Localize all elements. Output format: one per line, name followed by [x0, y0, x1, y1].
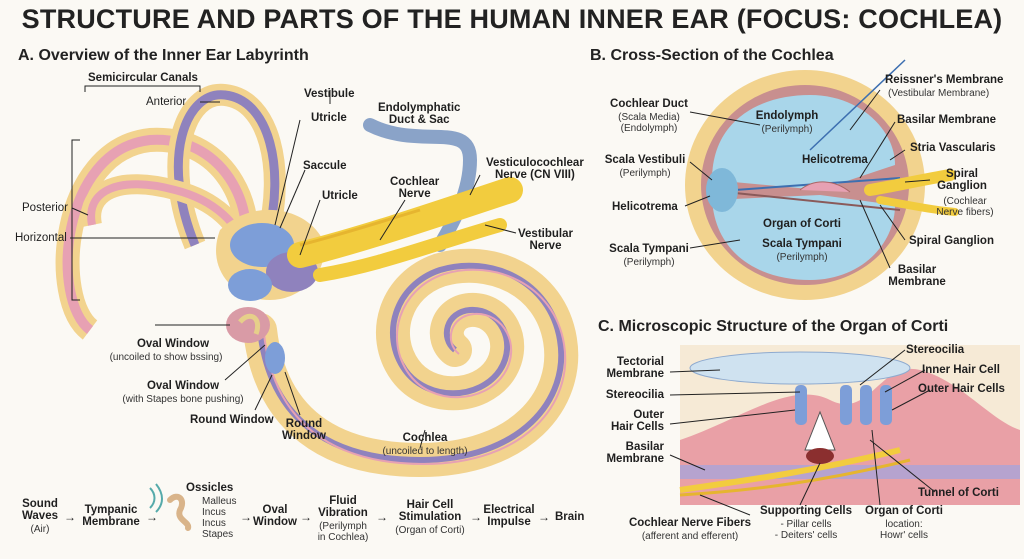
section-b-title: B. Cross-Section of the Cochlea	[590, 47, 834, 64]
flow-arrow-5: →	[376, 510, 388, 524]
section-c-title: C. Microscopic Structure of the Organ of…	[598, 318, 949, 335]
label-stereocilia-left: Stereocilia	[605, 389, 664, 401]
vestibulocochlear-nerve	[287, 177, 523, 282]
flow-arrow-1: →	[64, 510, 76, 524]
label-reissner: Reissner's Membrane	[885, 74, 1004, 86]
label-endolymph-sub: (Perilymph)	[761, 124, 813, 135]
flow-arrow-6: →	[470, 510, 482, 524]
label-endolymphatic: Endolymphatic Duct & Sac	[378, 102, 461, 126]
label-vestibulocochlear-nerve: Vesticulocochlear Nerve (CN VIII)	[486, 157, 584, 181]
label-posterior: Posterior	[22, 202, 69, 214]
flow-sound-waves: Sound Waves	[21, 498, 58, 522]
cochlea-cross-section	[685, 59, 959, 300]
oval-window-shape	[226, 307, 270, 343]
label-cochlear-duct: Cochlear Duct	[610, 98, 688, 110]
label-oval-window-2: Oval Window	[146, 380, 220, 392]
label-cochlear-nerve: Cochlear Nerve	[390, 176, 440, 200]
flow-sound-waves-sub: (Air)	[30, 524, 50, 535]
label-cochlear-duct-sub: (Scala Media) (Endolymph)	[618, 112, 680, 134]
label-basilar-bottom: Basilar Membrane	[888, 264, 946, 288]
label-cochlear-nerve-fibers-sub: (afferent and efferent)	[641, 531, 739, 542]
panel-a-leaders	[70, 85, 517, 449]
label-organ-of-corti-c: Organ of Corti	[865, 505, 943, 517]
organ-of-corti	[679, 345, 1020, 505]
label-spiral-ganglion-top-sub: (Cochlear Nerve fibers)	[936, 196, 994, 218]
panel-b-leaders	[684, 89, 931, 269]
label-outer-hair-cells-left: Outer Hair Cells	[610, 409, 664, 433]
label-outer-hair-cells-right: Outer Hair Cells	[918, 383, 1005, 395]
flow-electrical-impulse: Electrical Impulse	[483, 504, 535, 528]
label-utricle-top: Utricle	[311, 112, 347, 124]
label-organ-of-corti: Organ of Corti	[763, 218, 841, 230]
round-window-shape	[265, 342, 285, 374]
label-stria-vascularis: Stria Vascularis	[910, 142, 996, 154]
label-cochlea: Cochlea	[402, 432, 448, 444]
flow-fluid-vibration-sub: (Perilymph in Cochlea)	[317, 521, 369, 543]
label-vestibule: Vestibule	[304, 88, 355, 100]
page-title: STRUCTURE AND PARTS OF THE HUMAN INNER E…	[21, 4, 1003, 34]
label-round-window-2: Round Window	[282, 418, 326, 442]
label-anterior: Anterior	[146, 96, 187, 108]
label-oval-window-2-sub: (with Stapes bone pushing)	[122, 394, 244, 405]
label-tunnel-of-corti: Tunnel of Corti	[918, 487, 999, 499]
label-scala-tympani-left-sub: (Perilymph)	[623, 257, 675, 268]
label-semicircular-canals: Semicircular Canals	[88, 72, 198, 84]
flow-ossicles: Ossicles	[186, 482, 234, 494]
label-basilar-membrane: Basilar Membrane	[606, 441, 664, 465]
flow-hair-cell: Hair Cell Stimulation	[398, 499, 462, 523]
flow-sound-icon	[149, 483, 192, 531]
label-helicotrema-center: Helicotrema	[802, 154, 868, 166]
flow-hair-cell-sub: (Organ of Corti)	[395, 525, 465, 536]
label-scala-tympani-center: Scala Tympani	[762, 238, 842, 250]
label-reissner-sub: (Vestibular Membrane)	[888, 88, 990, 99]
cochlea-spiral	[243, 248, 579, 478]
label-oval-window-1-sub: (uncoiled to show bssing)	[109, 352, 223, 363]
semicircular-canals	[55, 83, 286, 340]
label-cochlea-sub: (uncoiled to length)	[382, 446, 468, 457]
flow-oval-window: Oval Window	[253, 504, 297, 528]
label-supporting-cells: Supporting Cells	[760, 505, 852, 517]
flow-arrow-2: →	[146, 510, 158, 524]
panel-c-leaders	[669, 349, 936, 516]
label-organ-of-corti-c-sub: location: Howr' cells	[879, 519, 929, 541]
label-scala-vestibuli-sub: (Perilymph)	[619, 168, 671, 179]
label-scala-vestibuli: Scala Vestibuli	[604, 154, 686, 166]
label-helicotrema-left: Helicotrema	[612, 201, 678, 213]
flow-ossicle-list: Malleus Incus Incus Stapes	[202, 496, 237, 540]
label-horizontal: Horizontal	[15, 232, 67, 244]
flow-fluid-vibration: Fluid Vibration	[318, 495, 368, 519]
section-a-title: A. Overview of the Inner Ear Labyrinth	[18, 47, 309, 64]
label-round-window-1: Round Window	[190, 414, 274, 426]
label-scala-tympani-center-sub: (Perilymph)	[776, 252, 828, 263]
flow-arrow-3: →	[240, 510, 252, 524]
label-oval-window-1: Oval Window	[136, 338, 210, 350]
label-tectorial-membrane: Tectorial Membrane	[606, 356, 664, 380]
flow-arrow-4: →	[300, 510, 312, 524]
label-scala-tympani-left: Scala Tympani	[609, 243, 689, 255]
label-utricle-lower: Utricle	[322, 190, 358, 202]
flow-tympanic-membrane: Tympanic Membrane	[82, 504, 140, 528]
label-stereocilia-top: Stereocilia	[906, 344, 965, 356]
label-saccule: Saccule	[303, 160, 347, 172]
label-spiral-ganglion-bottom: Spiral Ganglion	[909, 235, 994, 247]
flow-brain: Brain	[555, 511, 585, 523]
label-supporting-cells-sub: - Pillar cells - Deiters' cells	[774, 519, 838, 541]
label-vestibular-nerve: Vestibular Nerve	[518, 228, 573, 252]
label-cochlear-nerve-fibers: Cochlear Nerve Fibers	[628, 517, 752, 529]
label-endolymph: Endolymph	[755, 110, 819, 122]
flow-arrow-7: →	[538, 510, 550, 524]
label-spiral-ganglion-top: Spiral Ganglion	[937, 168, 987, 192]
label-inner-hair-cell: Inner Hair Cell	[922, 364, 1000, 376]
label-basilar-top: Basilar Membrane	[897, 114, 997, 126]
